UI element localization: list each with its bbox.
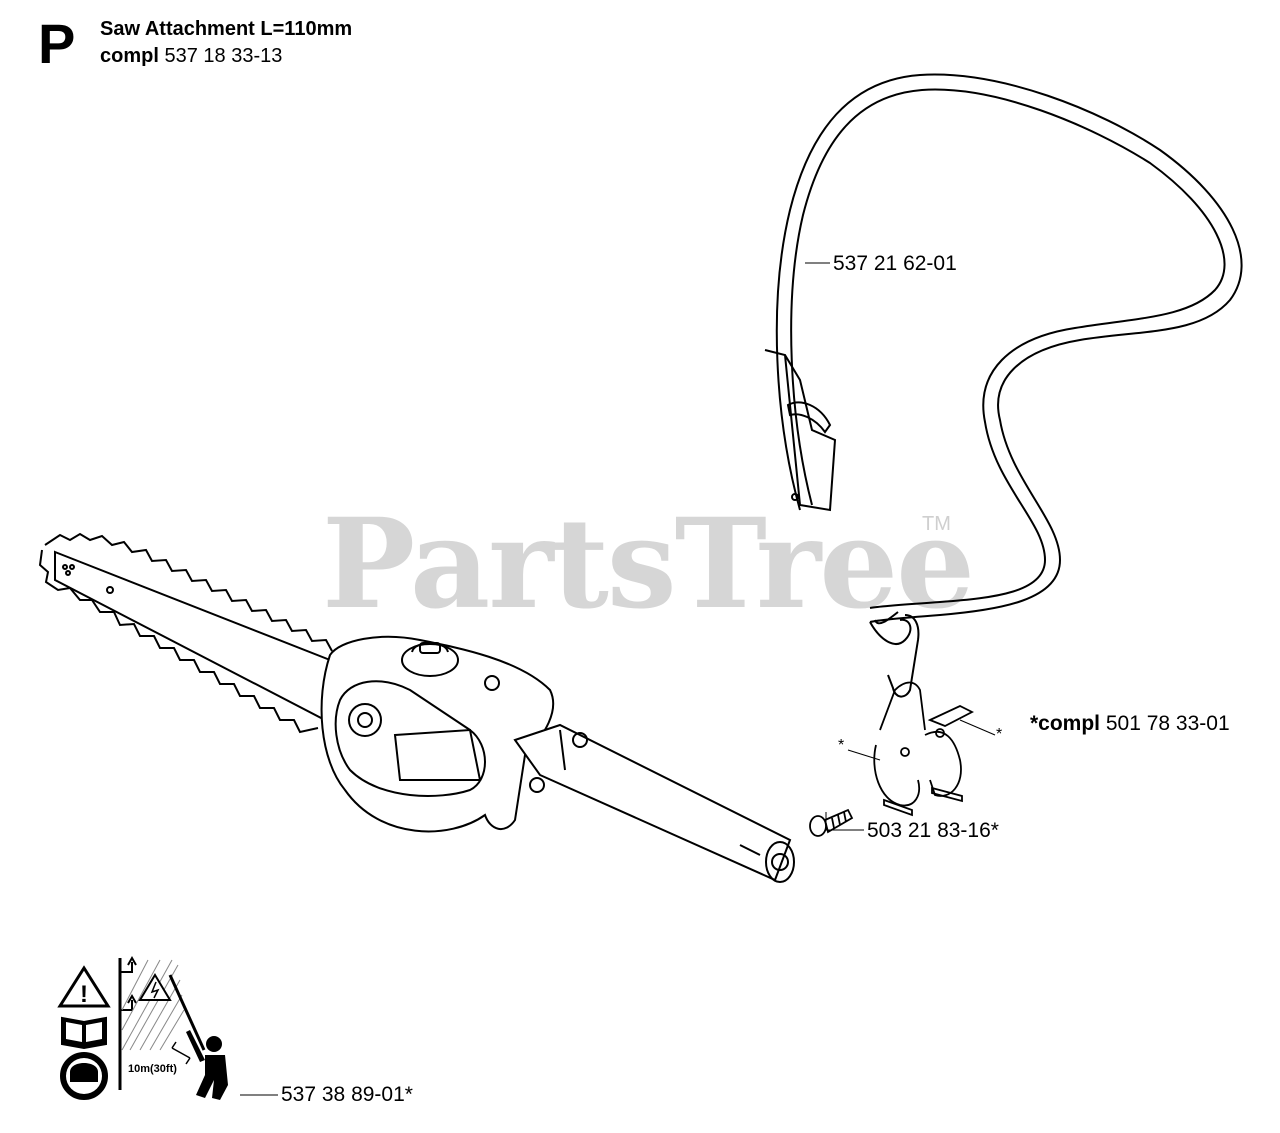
saw-attachment[interactable]: [38, 532, 795, 883]
strap-clamp[interactable]: [873, 681, 974, 817]
clamp-compl-prefix: *compl: [1030, 712, 1101, 735]
manual-book-icon: [61, 1016, 107, 1050]
complete-assembly-line: compl 537 18 33-13: [100, 45, 282, 68]
kit-marker-right: *: [996, 726, 1003, 743]
strap-part-number[interactable]: 537 21 62-01: [833, 252, 957, 275]
clamp-part-number: 501 78 33-01: [1105, 712, 1230, 735]
compl-part-number: 537 18 33-13: [164, 45, 283, 67]
svg-text:!: !: [80, 981, 88, 1008]
compl-label: compl: [100, 45, 159, 67]
screw-part-number[interactable]: 503 21 83-16*: [867, 819, 999, 842]
leader-lines: [240, 262, 996, 1096]
trademark-mark: TM: [922, 513, 951, 535]
section-letter: P: [38, 12, 76, 75]
ear-protection-icon: [60, 1052, 108, 1100]
kit-marker-left: *: [838, 737, 845, 754]
electric-hazard-icon: [138, 973, 172, 1001]
decal-distance-label: 10m(30ft): [128, 1063, 177, 1075]
warning-triangle-icon: !: [57, 965, 111, 1008]
page-title: Saw Attachment L=110mm: [100, 18, 353, 40]
shoulder-strap[interactable]: [764, 73, 1243, 698]
safety-decal[interactable]: !: [57, 955, 228, 1100]
clamp-kit-label[interactable]: *compl 501 78 33-01: [1030, 712, 1230, 736]
hatched-area: [121, 959, 185, 1051]
partstree-watermark: PartsTree: [322, 492, 975, 637]
screw[interactable]: [809, 808, 854, 837]
decal-part-number[interactable]: 537 38 89-01*: [281, 1083, 413, 1106]
operator-figure-icon: [168, 974, 228, 1100]
